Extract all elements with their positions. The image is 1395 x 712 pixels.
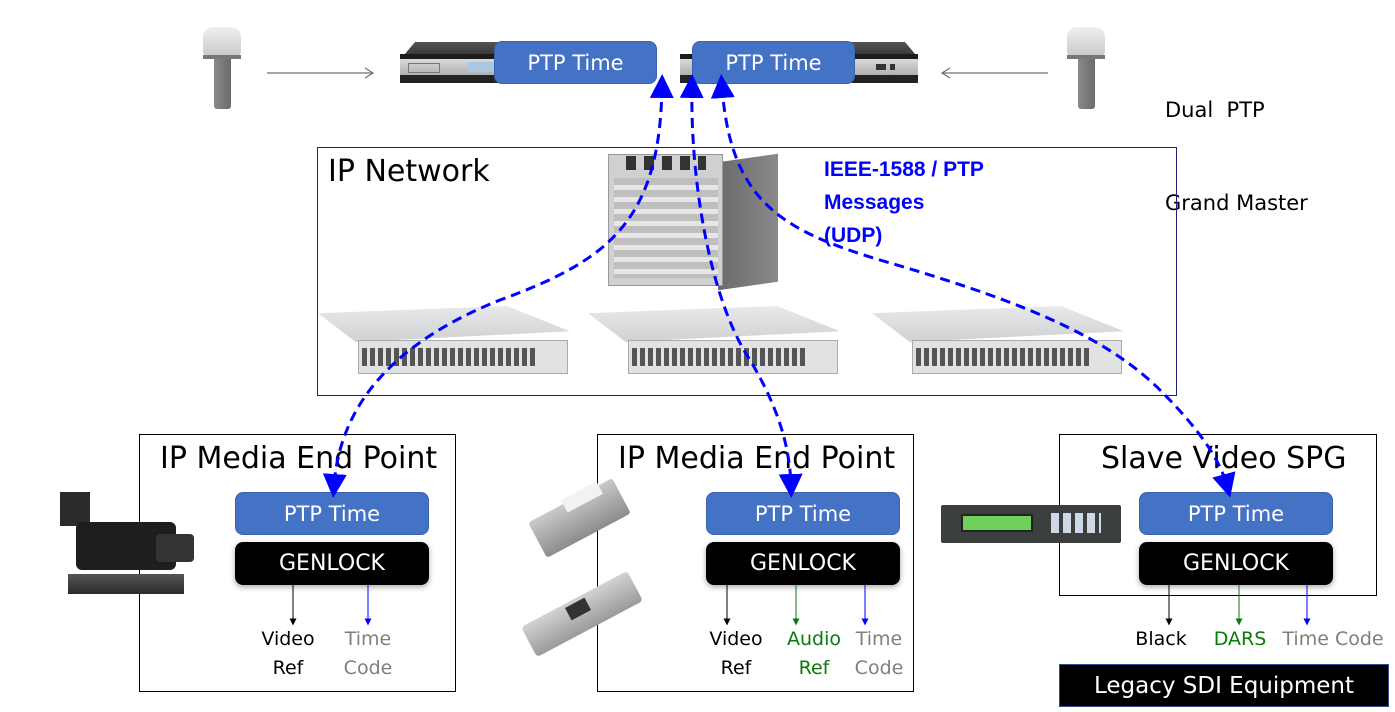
ptp-time-label: PTP Time [1187, 501, 1285, 526]
gps-antenna-right-icon [1067, 27, 1105, 109]
genlock-label: GENLOCK [750, 551, 856, 576]
output-line1: Time [855, 628, 903, 650]
endpoint-2-output-video-ref: Video Ref [700, 625, 772, 683]
endpoint-3-output-dars: DARS [1210, 625, 1270, 654]
access-switch-1 [318, 306, 570, 378]
endpoint-2-genlock: GENLOCK [706, 542, 900, 585]
legacy-sdi-equipment: Legacy SDI Equipment [1059, 664, 1389, 707]
ptp-time-label: PTP Time [754, 501, 852, 526]
output-line2: Ref [720, 657, 752, 679]
endpoint-3-ptp-time: PTP Time [1139, 492, 1333, 535]
grandmaster-ptp-time-left: PTP Time [494, 41, 657, 84]
output-line1: Black [1135, 628, 1187, 650]
core-chassis-switch [608, 148, 778, 291]
arrow-right-icon [267, 67, 375, 79]
endpoint-title-1: IP Media End Point [160, 441, 438, 476]
output-line1: Audio [786, 628, 841, 650]
access-switch-3 [872, 306, 1124, 378]
endpoint-1-output-video-ref: Video Ref [252, 625, 324, 683]
endpoint-2-output-audio-ref: Audio Ref [778, 625, 850, 683]
ptp-message-line2: Messages [824, 191, 925, 214]
output-line2: Ref [272, 657, 304, 679]
sync-pulse-generator-device [941, 505, 1121, 543]
output-line2: Ref [798, 657, 830, 679]
ptp-time-label: PTP Time [725, 50, 822, 75]
endpoint-2-output-time-code: Time Code [843, 625, 915, 683]
endpoint-3-output-black: Black [1131, 625, 1191, 654]
output-line1: DARS [1213, 628, 1267, 650]
endpoint-1-ptp-time: PTP Time [235, 492, 429, 535]
ptp-time-label: PTP Time [527, 50, 624, 75]
ptp-message-label: IEEE-1588 / PTP Messages (UDP) [824, 153, 984, 252]
output-line2: Code [854, 657, 904, 679]
ptp-message-line1: IEEE-1588 / PTP [824, 158, 984, 181]
output-line1: Time [344, 628, 392, 650]
ptp-time-label: PTP Time [283, 501, 381, 526]
endpoint-1-genlock: GENLOCK [235, 542, 429, 585]
grandmaster-label: Dual PTP Grand Master [1165, 33, 1308, 250]
broadcast-camera-icon [56, 492, 196, 607]
endpoint-3-output-time-code: Time Code [1278, 625, 1388, 654]
grandmaster-label-line2: Grand Master [1165, 191, 1308, 215]
genlock-label: GENLOCK [1183, 551, 1289, 576]
gps-antenna-left-icon [203, 27, 241, 109]
ip-network-title: IP Network [328, 154, 490, 189]
access-switch-2 [588, 306, 840, 378]
endpoint-1-output-time-code: Time Code [332, 625, 404, 683]
output-line1: Video [709, 628, 763, 650]
arrow-left-icon [940, 67, 1048, 79]
output-line1: Video [261, 628, 315, 650]
legacy-sdi-label: Legacy SDI Equipment [1093, 672, 1355, 699]
genlock-label: GENLOCK [279, 551, 385, 576]
output-line2: Code [343, 657, 393, 679]
sfp-module-bottom-icon [521, 570, 643, 658]
endpoint-2-ptp-time: PTP Time [706, 492, 900, 535]
endpoint-3-genlock: GENLOCK [1139, 542, 1333, 585]
ptp-message-line3: (UDP) [824, 224, 883, 247]
sfp-module-icon [522, 478, 632, 558]
endpoint-title-2: IP Media End Point [618, 441, 896, 476]
endpoint-title-3: Slave Video SPG [1101, 441, 1347, 476]
grandmaster-ptp-time-right: PTP Time [692, 41, 855, 84]
grandmaster-label-line1: Dual PTP [1165, 98, 1265, 122]
output-line1: Time Code [1282, 628, 1384, 650]
